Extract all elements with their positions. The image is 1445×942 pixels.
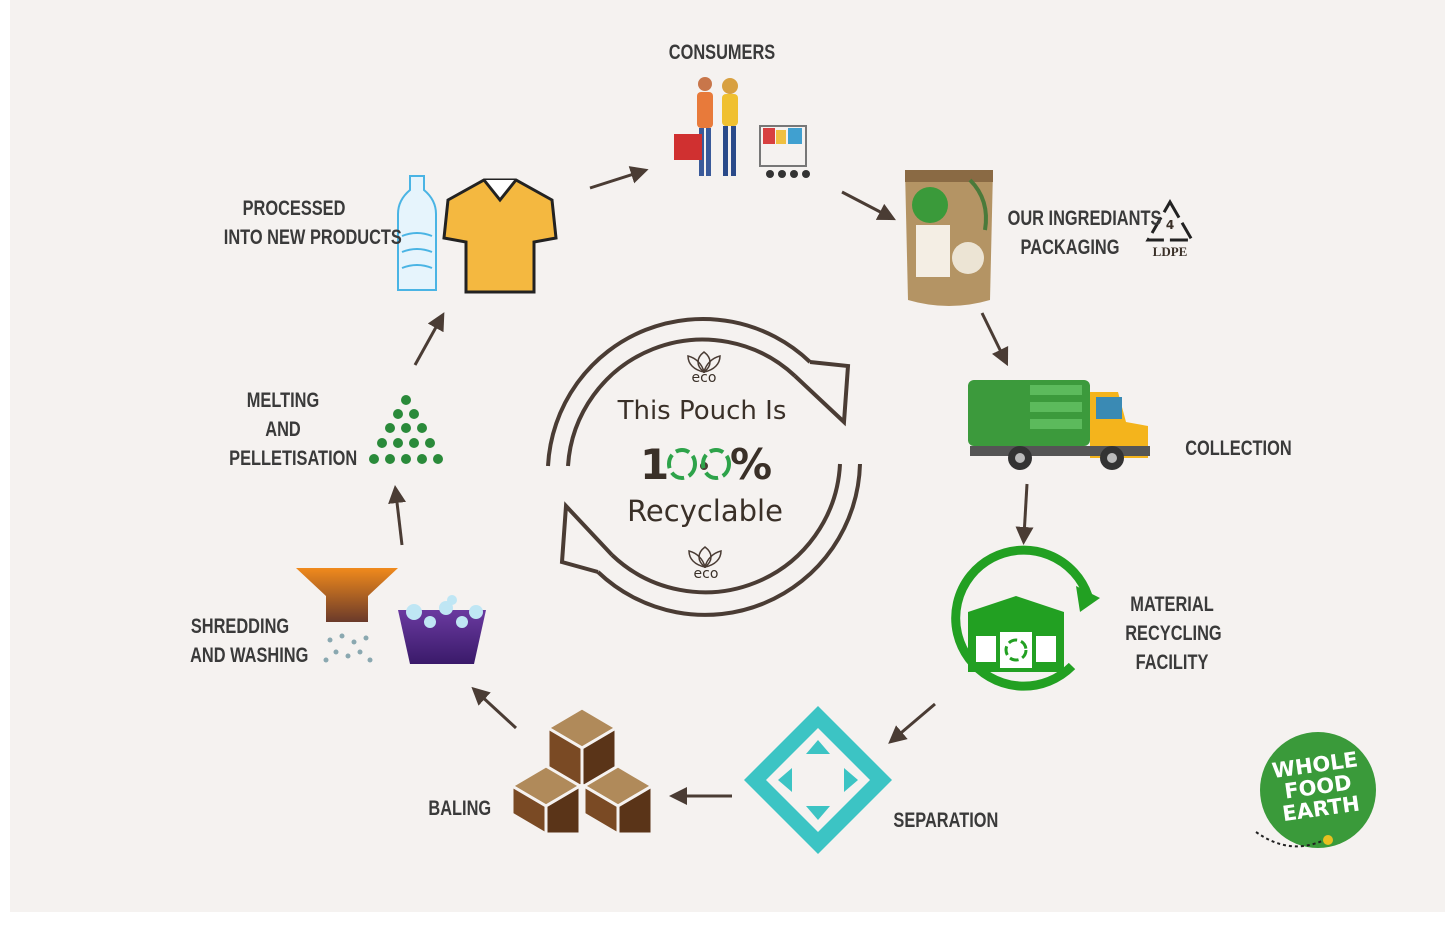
label-collection: COLLECTION <box>1185 437 1292 460</box>
arrow-packaging-to-collection <box>980 312 1009 367</box>
label-shredding-washing: SHREDDING AND WASHING <box>190 615 309 667</box>
label-baling: BALING <box>428 797 492 820</box>
eco-leaf-icon-bottom <box>688 546 722 568</box>
whole-food-earth-logo <box>1255 732 1376 848</box>
arrow-collection-to-mrf <box>1015 483 1034 545</box>
percent-sign: % <box>730 440 773 489</box>
center-heading: This Pouch Is <box>617 396 787 426</box>
label-melting-pelletisation: MELTING AND PELLETISATION <box>229 389 358 470</box>
label-processed-new-products: PROCESSED INTO NEW PRODUCTS <box>223 197 402 249</box>
brand-wordmark: WHOLE FOOD EARTH <box>1270 747 1362 827</box>
label-packaging: OUR INGREDIANTS PACKAGING <box>1007 207 1162 259</box>
label-separation: SEPARATION <box>893 809 999 832</box>
percent-digit: 1 <box>640 440 670 489</box>
recycle-code-number: 4 <box>1165 218 1175 232</box>
label-material-recycling-facility: MATERIAL RECYCLING FACILITY <box>1125 593 1222 674</box>
eco-label-bottom: eco <box>693 566 719 582</box>
eco-leaf-icon-top <box>687 351 721 373</box>
arrow-melting-to-processed <box>413 312 445 366</box>
bottle-shirt-icon <box>397 175 558 294</box>
label-consumers: CONSUMERS <box>668 41 776 64</box>
consumers-icon <box>674 77 810 178</box>
pellets-icon <box>369 395 443 464</box>
garbage-truck-icon <box>968 380 1150 470</box>
arrow-mrf-to-separation <box>888 702 936 744</box>
center-recycle-arrows <box>546 316 862 617</box>
shredding-washing-icon <box>296 568 486 664</box>
cycle-arrows <box>388 166 1034 805</box>
recycle-code-4-icon <box>1145 199 1195 242</box>
pouch-icon <box>905 170 993 306</box>
separation-icon <box>744 706 892 854</box>
recycling-facility-icon <box>951 545 1100 691</box>
arrow-processed-to-consumers <box>589 166 649 190</box>
eco-label-top: eco <box>691 370 717 386</box>
baling-boxes-icon <box>509 706 655 837</box>
arrow-baling-to-shredding <box>471 686 518 730</box>
arrow-consumers-to-packaging <box>841 190 896 221</box>
recycle-code-material: LDPE <box>1152 244 1188 259</box>
center-recyclable: Recyclable <box>627 494 783 528</box>
arrow-shredding-to-melting <box>388 485 406 546</box>
recycle-zero-icons <box>667 448 731 480</box>
